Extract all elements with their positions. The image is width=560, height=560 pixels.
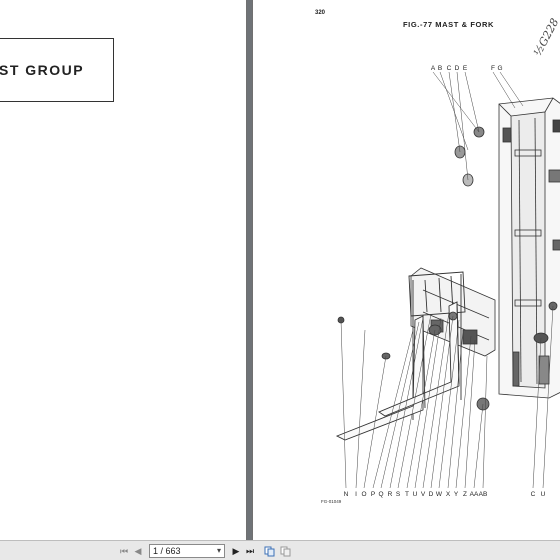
callout-label-bottom: V <box>421 491 426 498</box>
leader-line <box>499 71 524 107</box>
callout-label-top: G <box>497 65 502 72</box>
callout-label-top: C <box>447 65 452 72</box>
prev-page-icon[interactable]: ◀ <box>134 545 142 556</box>
callout-label-bottom: Z <box>463 491 467 498</box>
callout-label-bottom: R <box>388 491 393 498</box>
leader-line <box>372 329 414 489</box>
next-page-icon[interactable]: ▶ <box>232 545 240 556</box>
callout-leader-lines <box>340 71 554 489</box>
viewer-toolbar: ⏮ ◀ 1 / 663 ▾ ▶ ⏭ <box>0 540 560 560</box>
leader-line <box>439 71 469 151</box>
leader-line <box>542 305 554 489</box>
callout-label-bottom: Q <box>378 491 383 498</box>
figure-title: FIG.-77 MAST & FORK <box>403 20 494 29</box>
mast-assembly <box>498 97 560 399</box>
leader-line <box>482 355 488 489</box>
callout-label-bottom: D <box>429 491 434 498</box>
callout-label-bottom: U <box>541 491 546 498</box>
group-title-box: ST GROUP <box>0 38 114 102</box>
callout-label-top: D <box>455 65 460 72</box>
leader-line <box>414 317 442 489</box>
figure-code: FG-01049 <box>321 499 342 504</box>
leader-line <box>355 329 366 489</box>
callout-label-bottom: N <box>344 491 349 498</box>
leader-line <box>340 319 347 489</box>
callout-label-bottom: AB <box>479 491 488 498</box>
leader-line <box>447 329 464 489</box>
leader-line <box>422 311 450 489</box>
callout-label-bottom: Y <box>454 491 459 498</box>
last-page-icon[interactable]: ⏭ <box>245 545 255 556</box>
callout-label-bottom: S <box>396 491 401 498</box>
two-page-view-icon[interactable] <box>279 545 291 557</box>
page-value: 1 / 663 <box>153 546 181 556</box>
leader-line <box>448 71 461 153</box>
page-number: 320 <box>315 10 326 16</box>
leader-line <box>492 71 516 109</box>
callout-label-bottom: U <box>413 491 418 498</box>
leader-line <box>432 71 480 133</box>
leader-line <box>464 71 480 133</box>
callout-label-bottom: AA <box>470 491 479 498</box>
callout-label-top: A <box>431 65 436 72</box>
group-title: ST GROUP <box>0 62 85 78</box>
leader-line <box>438 319 460 489</box>
leader-line <box>464 339 476 489</box>
chevron-down-icon[interactable]: ▾ <box>216 546 221 555</box>
leader-line <box>363 355 387 489</box>
page-gutter <box>247 0 252 540</box>
leader-line <box>532 337 542 489</box>
page-number-select[interactable]: 1 / 663 ▾ <box>149 544 225 558</box>
callout-label-top: E <box>463 65 468 72</box>
leader-line <box>473 403 484 489</box>
single-page-view-icon[interactable] <box>263 545 275 557</box>
left-page: ST GROUP <box>0 0 247 540</box>
callout-label-bottom: W <box>436 491 443 498</box>
leader-line <box>380 321 420 489</box>
leader-line <box>430 315 454 489</box>
callout-label-bottom: O <box>361 491 366 498</box>
callout-label-top: B <box>438 65 442 72</box>
callout-label-bottom: X <box>446 491 451 498</box>
callout-label-top: F <box>491 65 495 72</box>
callout-label-bottom: I <box>355 491 357 498</box>
callout-label-bottom: C <box>531 491 536 498</box>
leader-line <box>397 313 432 489</box>
first-page-icon[interactable]: ⏮ <box>119 545 129 556</box>
fork-tines <box>335 301 460 441</box>
leader-line <box>406 329 436 489</box>
leader-line <box>389 317 424 489</box>
callout-label-bottom: P <box>371 491 375 498</box>
leader-line <box>455 335 472 489</box>
leader-line <box>456 71 469 181</box>
callout-label-bottom: T <box>405 491 409 498</box>
